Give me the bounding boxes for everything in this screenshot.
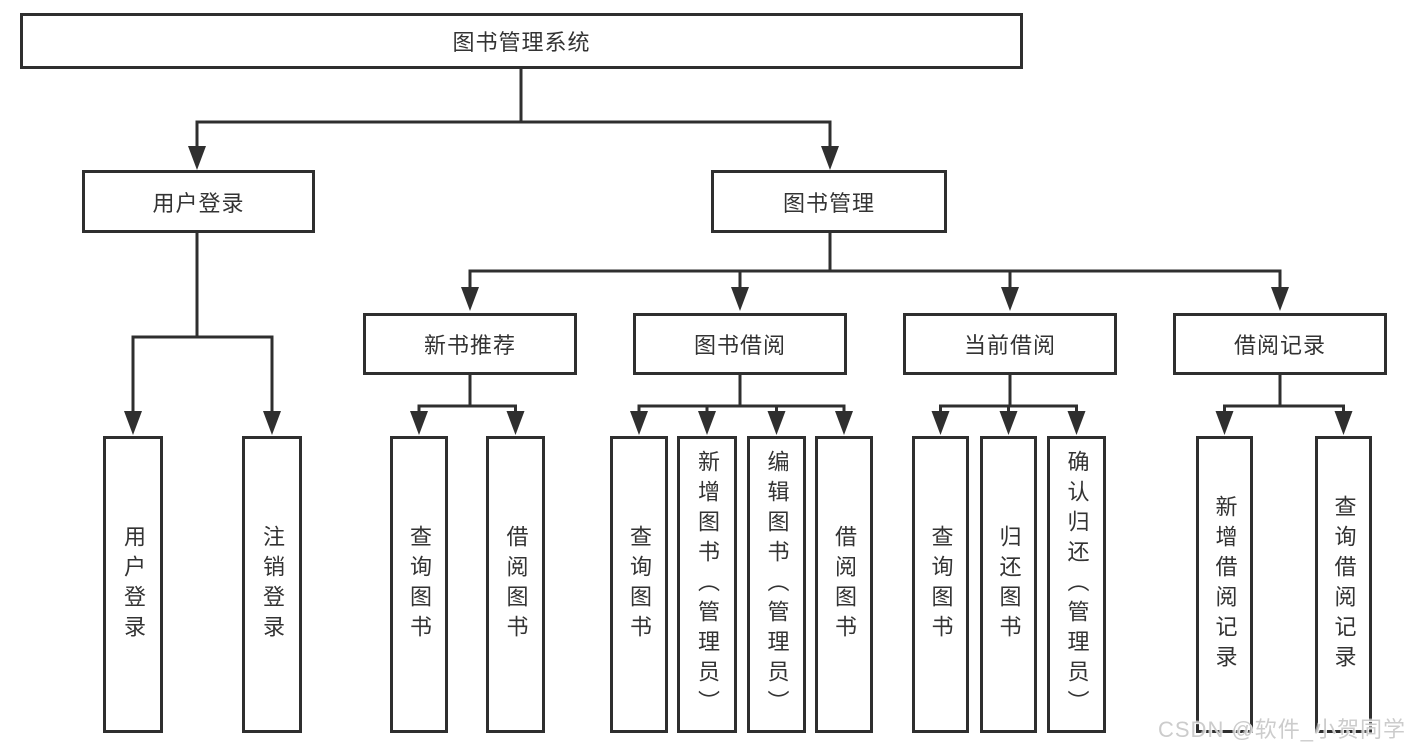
node-new-book-recommend: 新书推荐 <box>363 313 577 375</box>
node-user-login: 用户登录 <box>82 170 315 233</box>
csdn-watermark: CSDN @软件_小贺同学 <box>1158 717 1405 742</box>
leaf-records-add-record: 新增借阅记录 <box>1196 436 1253 733</box>
leaf-borrowing-edit-books-admin: 编辑图书（管理员） <box>747 436 806 733</box>
leaf-logout: 注销登录 <box>242 436 302 733</box>
leaf-records-query-record: 查询借阅记录 <box>1315 436 1372 733</box>
leaf-borrowing-borrow-books: 借阅图书 <box>815 436 873 733</box>
leaf-current-confirm-return-admin: 确认归还（管理员） <box>1047 436 1106 733</box>
leaf-recommend-query-books: 查询图书 <box>390 436 448 733</box>
leaf-user-login: 用户登录 <box>103 436 163 733</box>
node-book-management: 图书管理 <box>711 170 947 233</box>
leaf-borrowing-query-books: 查询图书 <box>610 436 668 733</box>
node-borrowing-records: 借阅记录 <box>1173 313 1387 375</box>
leaf-recommend-borrow-books: 借阅图书 <box>486 436 545 733</box>
node-root-library-system: 图书管理系统 <box>20 13 1023 69</box>
leaf-borrowing-add-books-admin: 新增图书（管理员） <box>677 436 737 733</box>
node-book-borrowing: 图书借阅 <box>633 313 847 375</box>
node-current-borrowing: 当前借阅 <box>903 313 1117 375</box>
leaf-current-query-books: 查询图书 <box>912 436 969 733</box>
leaf-current-return-books: 归还图书 <box>980 436 1037 733</box>
